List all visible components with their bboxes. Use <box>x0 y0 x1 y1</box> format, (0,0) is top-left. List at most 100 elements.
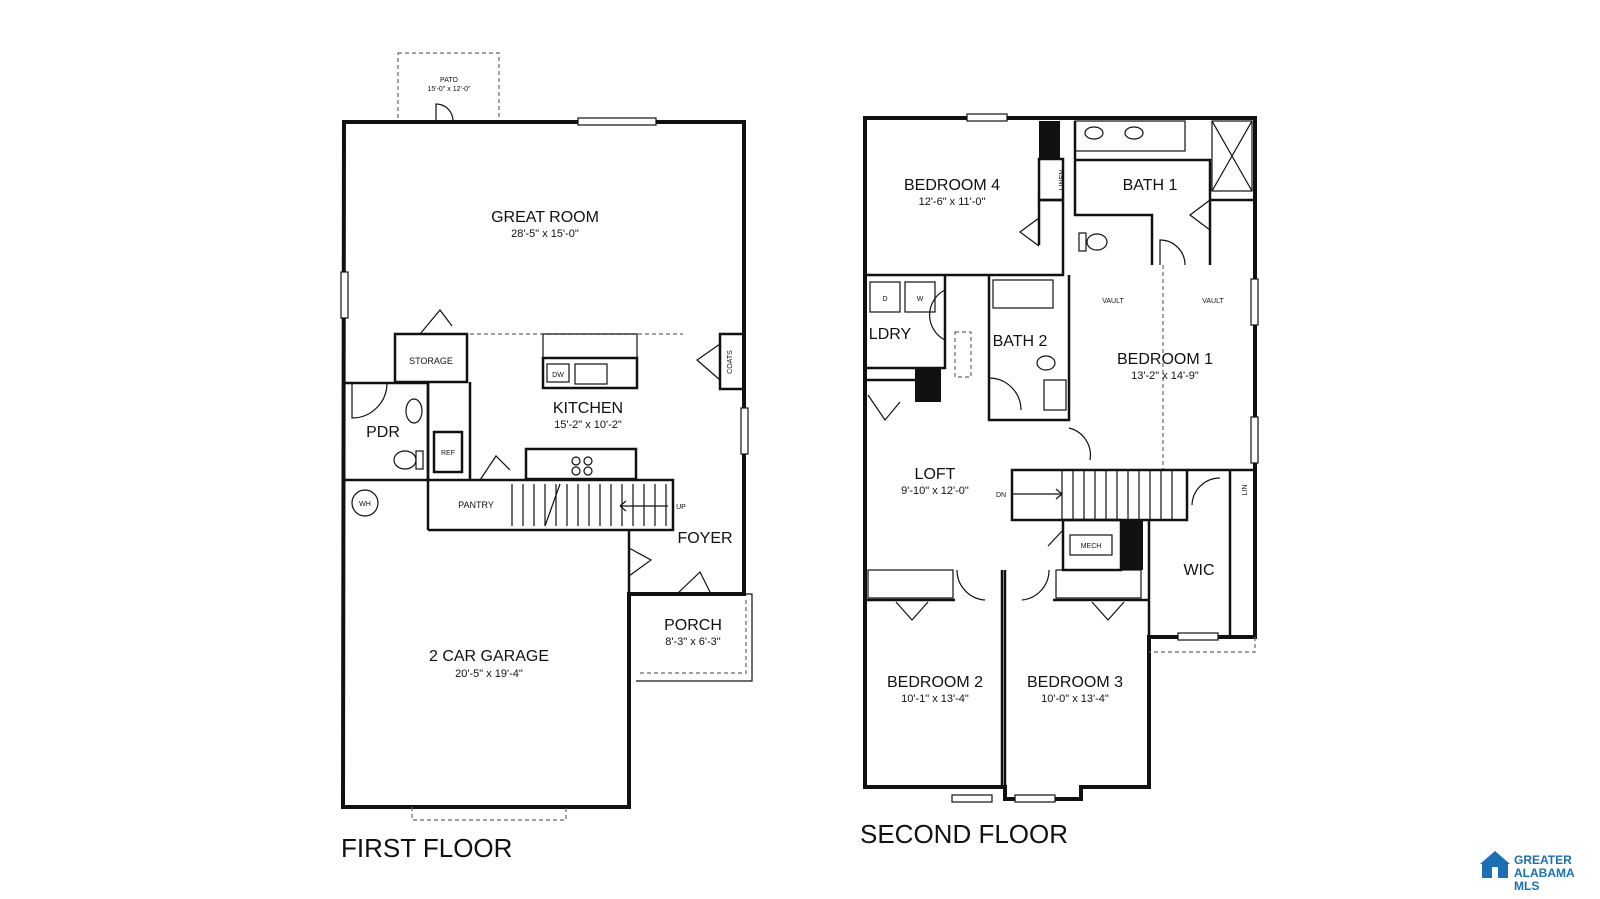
great-room-window <box>577 117 657 126</box>
bedroom2-closet-door <box>895 601 929 621</box>
patio-dims: 15'-0" x 12'-0" <box>427 86 471 93</box>
bedroom3-closet-door <box>1091 601 1125 621</box>
first-floor-title: FIRST FLOOR <box>341 833 512 863</box>
wic-walls <box>1147 468 1255 637</box>
vault-a-label: VAULT <box>1102 298 1124 305</box>
bath1-shower-x <box>1211 120 1253 192</box>
loft-label: LOFT <box>915 466 956 483</box>
porch-label: PORCH <box>664 617 722 634</box>
ldry-label: LDRY <box>869 326 912 343</box>
bedroom1-window <box>1250 416 1259 464</box>
bath1-door <box>1159 239 1186 266</box>
pdr-toilet <box>393 450 417 470</box>
dryer-label: D <box>882 296 887 303</box>
pantry-walls <box>428 478 675 532</box>
mech-label: MECH <box>1081 543 1102 550</box>
vault-b-label: VAULT <box>1202 298 1224 305</box>
garage-label: 2 CAR GARAGE <box>429 648 549 665</box>
bath2-vanity <box>1043 379 1067 411</box>
bedroom3-window <box>1014 794 1056 803</box>
patio-label: PATO <box>440 77 458 84</box>
bath1-sink <box>1084 126 1104 140</box>
bath1-toilet <box>1086 233 1108 251</box>
bedroom4-label: BEDROOM 4 <box>904 177 1000 194</box>
bedroom1-window <box>1250 278 1259 326</box>
mech-block <box>1121 520 1143 570</box>
mech-door <box>1047 528 1064 562</box>
bath2-tub <box>992 279 1054 309</box>
bath2-label: BATH 2 <box>993 333 1048 350</box>
first-floor-plan: PATO 15'-0" x 12'-0" STORAGE COATS DW <box>340 52 753 863</box>
kitchen-side-window <box>740 407 749 455</box>
front-door <box>676 571 712 595</box>
porch-dims: 8'-3" x 6'-3" <box>665 636 721 648</box>
bath1-closet-door <box>1189 199 1211 231</box>
bedroom4-dims: 12'-6" x 11'-0" <box>919 196 986 208</box>
pdr-toilet-tank <box>415 450 424 470</box>
loft-railing <box>954 331 972 378</box>
kitchen-label: KITCHEN <box>553 400 623 417</box>
second-floor-dashed-overhang <box>1149 637 1256 653</box>
coats-door <box>696 343 721 381</box>
kitchen-upper-cabinets <box>542 333 638 359</box>
bedroom2-door <box>956 569 986 601</box>
bedroom3-door <box>1021 569 1050 601</box>
bedroom2-window <box>951 794 993 803</box>
bath2-toilet <box>1036 355 1056 371</box>
range-burner <box>571 456 581 466</box>
bedroom3-label: BEDROOM 3 <box>1027 674 1123 691</box>
kitchen-side-wall <box>426 382 472 530</box>
refrigerator <box>432 430 464 474</box>
bath1-toilet-tank <box>1078 232 1087 252</box>
wh-label: WH <box>359 501 371 508</box>
coats-closet <box>718 332 746 391</box>
pantry-label: PANTRY <box>458 500 494 510</box>
garage-entry-door <box>628 547 653 577</box>
dishwasher <box>546 363 570 383</box>
water-heater <box>351 489 379 517</box>
ref-label: REF <box>441 450 455 457</box>
dishwasher-label: DW <box>552 372 564 379</box>
porch-rail <box>640 600 747 674</box>
wic-label: WIC <box>1183 562 1214 579</box>
loft-dims: 9'-10" x 12'-0" <box>901 485 969 497</box>
linen-label: LINEN <box>1059 170 1066 191</box>
bedroom-wing-walls <box>865 570 1149 787</box>
linen-closet <box>1037 157 1065 202</box>
up-label: UP <box>676 504 686 511</box>
coats-label: COATS <box>727 350 734 374</box>
range-burner <box>583 456 593 466</box>
greater-alabama-mls-logo: GREATER ALABAMA MLS <box>1480 851 1575 893</box>
loft-closet-door <box>867 394 901 421</box>
washer <box>904 281 936 313</box>
bedroom2-dims: 10'-1" x 13'-4" <box>901 693 969 705</box>
bath2-walls <box>987 275 1071 422</box>
washer-label: W <box>917 296 924 303</box>
loft-closet-block <box>915 368 941 402</box>
pdr-sink <box>405 398 423 424</box>
laundry-door <box>929 289 946 341</box>
foyer-label: FOYER <box>677 530 732 547</box>
bath1-label: BATH 1 <box>1123 177 1178 194</box>
bedroom1-door <box>1068 427 1092 461</box>
stair-treads <box>1012 470 1173 520</box>
pdr-door <box>351 382 388 419</box>
bath1-vanity <box>1074 120 1186 152</box>
garage-dims: 20'-5" x 19'-4" <box>455 668 523 680</box>
range-burner <box>571 466 581 476</box>
pantry-door <box>479 455 511 481</box>
linen-block <box>1039 121 1060 159</box>
second-floor-exterior-wall <box>863 116 1257 801</box>
bedroom3-closet <box>1055 569 1142 599</box>
dn-label: DN <box>996 492 1006 499</box>
bath1-shower <box>1211 120 1253 192</box>
wic-door <box>1191 477 1221 506</box>
bedroom1-label: BEDROOM 1 <box>1117 351 1213 368</box>
mech-unit <box>1069 534 1113 556</box>
house-logo-icon <box>1480 851 1510 878</box>
bedroom4-closet-door <box>1018 217 1040 247</box>
great-room-side-window <box>340 271 349 319</box>
kitchen-dims: 15'-2" x 10'-2" <box>554 419 622 431</box>
bedroom4-window <box>966 113 1008 122</box>
